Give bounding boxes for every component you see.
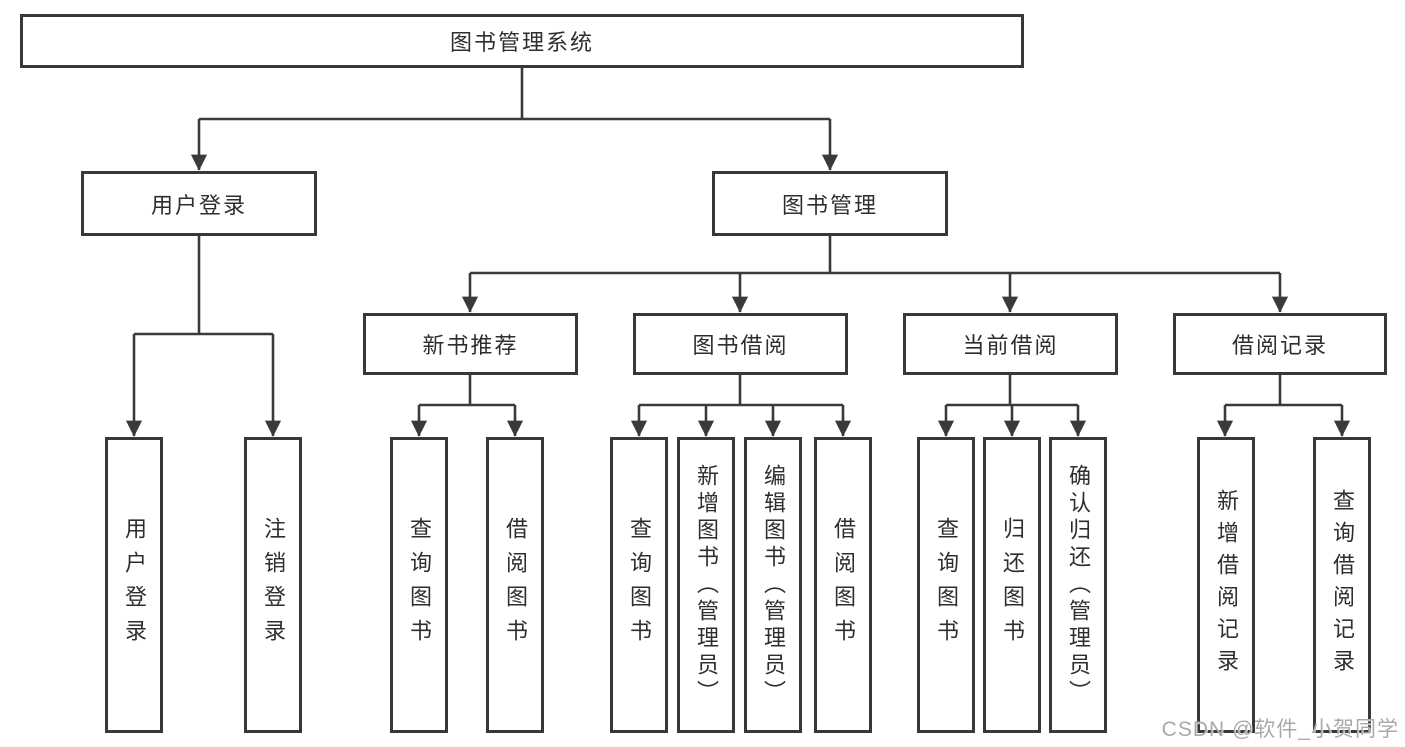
leaf-edit-book-admin-label: 编辑图书（管理员）: [761, 463, 786, 707]
leaf-confirm-return-admin: 确认归还（管理员）: [1049, 437, 1107, 733]
leaf-query-book-current: 查询图书: [917, 437, 975, 733]
node-root-system: 图书管理系统: [20, 14, 1024, 68]
leaf-return-book: 归还图书: [983, 437, 1041, 733]
leaf-query-borrow-record: 查询借阅记录: [1313, 437, 1371, 733]
leaf-borrow-book: 借阅图书: [814, 437, 872, 733]
leaf-query-book-current-label: 查询图书: [934, 517, 959, 653]
leaf-user-login-label: 用户登录: [122, 517, 147, 653]
leaf-borrow-book-recommend: 借阅图书: [486, 437, 544, 733]
leaf-borrow-book-recommend-label: 借阅图书: [503, 517, 528, 653]
leaf-query-book-recommend: 查询图书: [390, 437, 448, 733]
node-book-management: 图书管理: [712, 171, 948, 236]
connector-new-book-recommend-split: [419, 375, 515, 407]
leaf-logout: 注销登录: [244, 437, 302, 733]
leaf-borrow-book-label: 借阅图书: [831, 517, 856, 653]
leaf-logout-label: 注销登录: [261, 517, 286, 653]
leaf-query-book-borrow-label: 查询图书: [627, 517, 652, 653]
node-user-login: 用户登录: [81, 171, 317, 236]
node-book-borrow: 图书借阅: [633, 313, 848, 375]
connector-user-login-split: [134, 236, 273, 336]
connector-book-management-split: [470, 236, 1280, 275]
node-current-borrow: 当前借阅: [903, 313, 1118, 375]
leaf-add-borrow-record-label: 新增借阅记录: [1214, 489, 1239, 681]
leaf-add-book-admin-label: 新增图书（管理员）: [694, 463, 719, 707]
connector-current-borrow-split: [946, 375, 1078, 407]
leaf-confirm-return-admin-label: 确认归还（管理员）: [1066, 463, 1091, 707]
connector-book-borrow-split: [639, 375, 843, 407]
connector-borrow-records-split: [1225, 375, 1342, 407]
node-borrow-records: 借阅记录: [1173, 313, 1387, 375]
watermark: CSDN @软件_小贺同学: [1161, 718, 1399, 741]
leaf-query-book-borrow: 查询图书: [610, 437, 668, 733]
leaf-add-borrow-record: 新增借阅记录: [1197, 437, 1255, 733]
leaf-user-login: 用户登录: [105, 437, 163, 733]
leaf-edit-book-admin: 编辑图书（管理员）: [744, 437, 802, 733]
connector-root-split: [199, 68, 830, 121]
leaf-query-book-recommend-label: 查询图书: [407, 517, 432, 653]
node-new-book-recommend: 新书推荐: [363, 313, 578, 375]
leaf-add-book-admin: 新增图书（管理员）: [677, 437, 735, 733]
leaf-query-borrow-record-label: 查询借阅记录: [1330, 489, 1355, 681]
leaf-return-book-label: 归还图书: [1000, 517, 1025, 653]
